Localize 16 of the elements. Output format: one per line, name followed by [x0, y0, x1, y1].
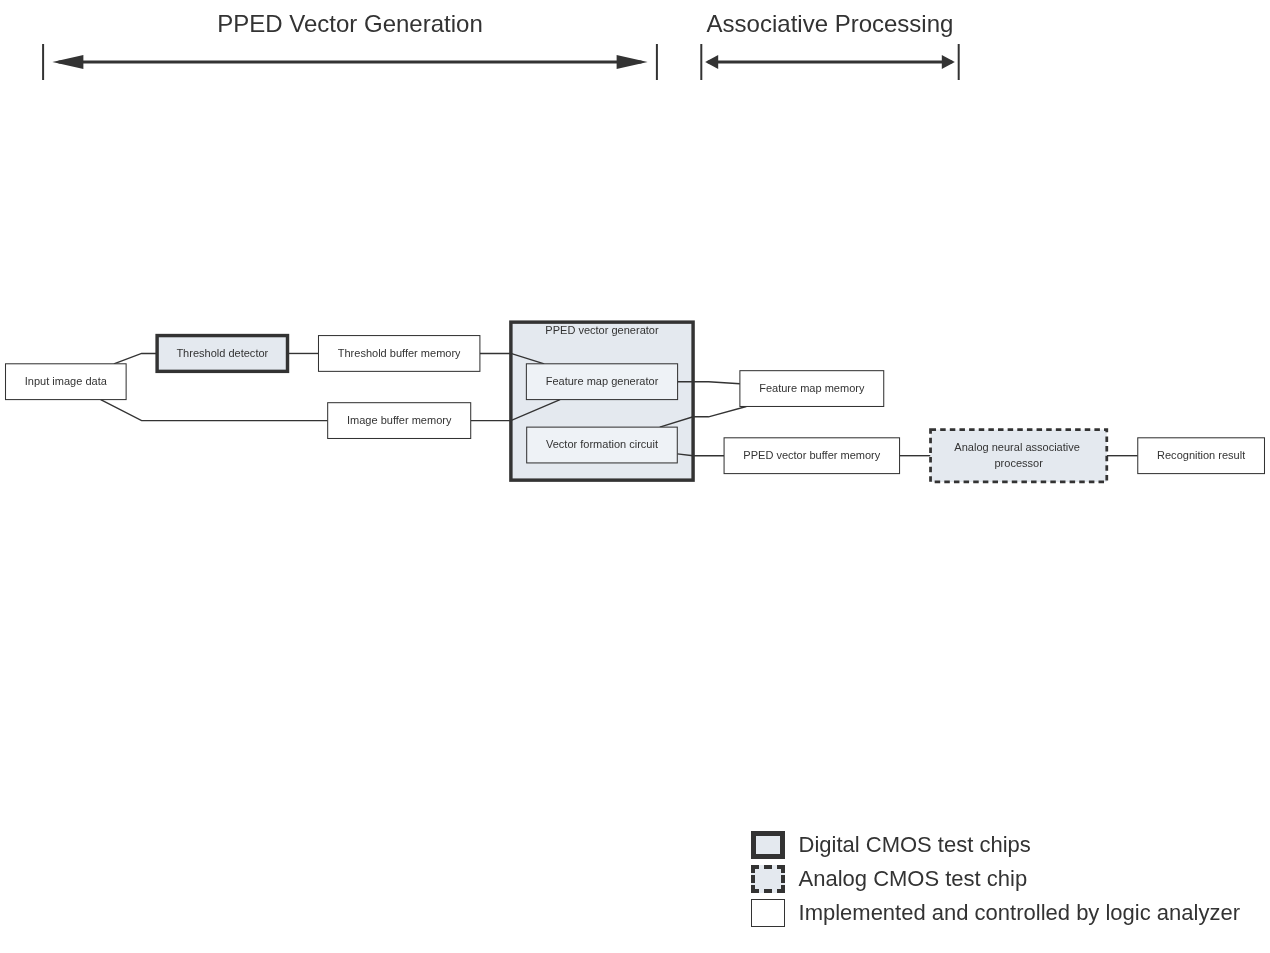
legend-text: Digital CMOS test chips	[798, 832, 1031, 858]
span-label: Associative Processing	[706, 10, 954, 38]
connector	[470, 398, 561, 422]
node-box: PPED vector buffer memory	[723, 437, 901, 475]
node-box: Feature map memory	[739, 370, 885, 407]
node-box: Vector formation circuit	[526, 426, 678, 464]
node-box: Image buffer memory	[327, 402, 472, 439]
span-label: PPED Vector Generation	[217, 10, 483, 38]
legend-text: Analog CMOS test chip	[798, 866, 1028, 892]
node-box: Recognition result	[1137, 437, 1265, 475]
node-box: Input image data	[5, 363, 127, 401]
legend-text: Implemented and controlled by logic analyzer	[798, 900, 1240, 926]
node-box: Threshold buffer memory	[317, 335, 481, 372]
node-box: Feature map generator	[525, 363, 679, 401]
node-box: Threshold detector	[155, 333, 290, 374]
node-box: Analog neural associative processor	[929, 428, 1109, 484]
